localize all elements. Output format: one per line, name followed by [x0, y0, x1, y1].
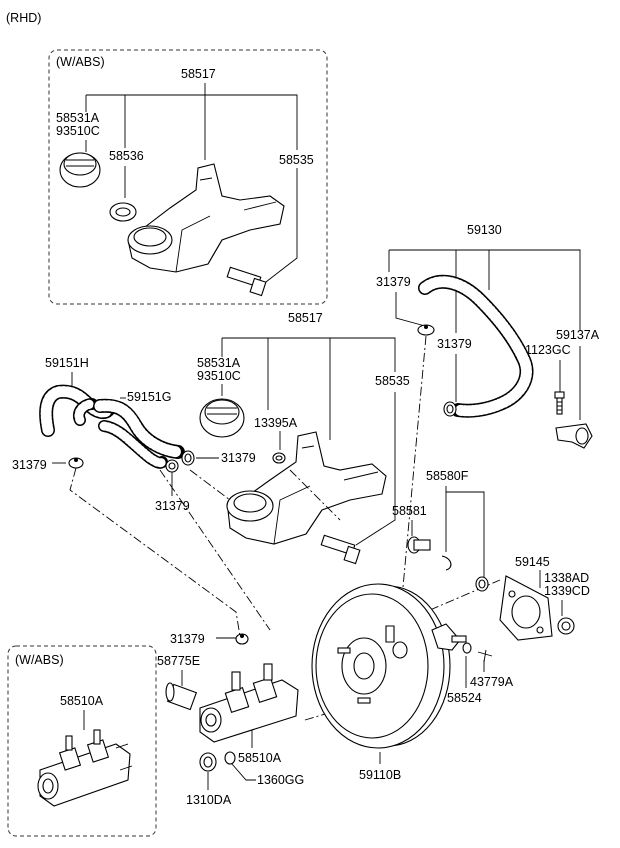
label-58524: 58524	[447, 691, 482, 705]
label-58580f: 58580F	[426, 469, 469, 483]
abs-master-title: (W/ABS)	[15, 653, 64, 667]
brake-booster	[311, 583, 467, 749]
label-59145: 59145	[515, 555, 550, 569]
label-58535-top: 58535	[279, 153, 314, 167]
label-1310da: 1310DA	[186, 793, 232, 807]
reservoir-body-mid	[226, 431, 387, 545]
rhd-note: (RHD)	[6, 11, 41, 25]
nut-1310da	[199, 752, 217, 772]
check-valve-58581	[407, 536, 431, 554]
label-58536: 58536	[109, 149, 144, 163]
master-cylinder-group: 31379 58775E 58510A 1360GG 1310DA	[157, 632, 304, 807]
bolt-1123gc	[554, 391, 565, 415]
label-58517-top: 58517	[181, 67, 216, 81]
label-93510c-mid: 93510C	[197, 369, 241, 383]
supply-hoses-group: 59151H 59151G 31379 31379 31379	[12, 356, 256, 513]
reservoir-mid-group: 58517 58531A 93510C 58535 13395A	[197, 311, 410, 565]
label-58775e: 58775E	[157, 654, 200, 668]
label-31379-f: 31379	[170, 632, 205, 646]
label-1360gg: 1360GG	[257, 773, 304, 787]
label-58517-mid: 58517	[288, 311, 323, 325]
fitting-58775e	[165, 682, 198, 711]
pin-43779a	[477, 649, 493, 663]
hose-clamp-e	[165, 459, 179, 473]
nut-13395a	[272, 452, 286, 464]
label-59130: 59130	[467, 223, 502, 237]
label-93510c-top: 93510C	[56, 124, 100, 138]
valve-pin-group: 58580F 58581	[392, 469, 489, 592]
abs-reservoir-group: (W/ABS) 58517 58531A 93510C 58536 58535	[48, 49, 328, 305]
nut-1338ad	[557, 617, 575, 635]
label-31379-a: 31379	[376, 275, 411, 289]
ring-58580f	[475, 576, 489, 592]
label-59110b: 59110B	[359, 768, 401, 782]
label-31379-b: 31379	[437, 337, 472, 351]
bracket-59137a	[555, 423, 593, 449]
label-31379-e: 31379	[155, 499, 190, 513]
abs-master-box	[7, 645, 157, 837]
abs-reservoir-title: (W/ABS)	[56, 55, 105, 69]
label-58535-mid: 58535	[375, 374, 410, 388]
label-31379-d: 31379	[221, 451, 256, 465]
label-58510a: 58510A	[238, 751, 282, 765]
label-58510a-box: 58510A	[60, 694, 104, 708]
vacuum-hose-group: 59130 31379 31379 59137A 1123GC	[376, 223, 600, 449]
reservoir-cap-mid	[199, 398, 245, 438]
seal-ring-top	[109, 202, 137, 222]
label-1339cd: 1339CD	[544, 584, 590, 598]
brake-booster-group: 59110B 58524 43779A	[311, 583, 514, 782]
level-sensor-mid	[320, 534, 361, 565]
label-59151g: 59151G	[127, 390, 171, 404]
label-58531a-top: 58531A	[56, 111, 100, 125]
abs-reservoir-box	[48, 49, 328, 305]
hose-clamp-d	[181, 450, 195, 466]
label-59137a: 59137A	[556, 328, 600, 342]
seal-1360gg	[224, 751, 236, 765]
label-59151h: 59151H	[45, 356, 89, 370]
washer-58524	[462, 642, 472, 654]
leader-59130	[389, 249, 581, 330]
reservoir-body-top	[127, 163, 285, 273]
label-58531a-mid: 58531A	[197, 356, 241, 370]
level-sensor-top	[226, 266, 267, 297]
gasket-59145	[499, 575, 553, 641]
master-cylinder-abs	[37, 729, 133, 807]
master-cylinder	[199, 663, 299, 743]
leader-58517-top	[86, 94, 298, 150]
label-1123gc: 1123GC	[525, 343, 571, 357]
hose-clamp-b	[443, 401, 457, 417]
gasket-group: 59145 1338AD 1339CD	[499, 555, 590, 641]
clip-58580f	[441, 555, 452, 571]
hose-clamp-c	[68, 457, 84, 469]
label-1338ad: 1338AD	[544, 571, 589, 585]
hose-clamp-a	[417, 324, 435, 336]
label-31379-c: 31379	[12, 458, 47, 472]
label-58581: 58581	[392, 504, 427, 518]
clamp-31379-f	[235, 633, 249, 645]
label-13395a: 13395A	[254, 416, 298, 430]
reservoir-cap-top	[59, 152, 101, 188]
abs-master-group: (W/ABS) 58510A	[7, 645, 157, 837]
leader-58517-mid	[222, 337, 396, 372]
label-43779a: 43779A	[470, 675, 514, 689]
